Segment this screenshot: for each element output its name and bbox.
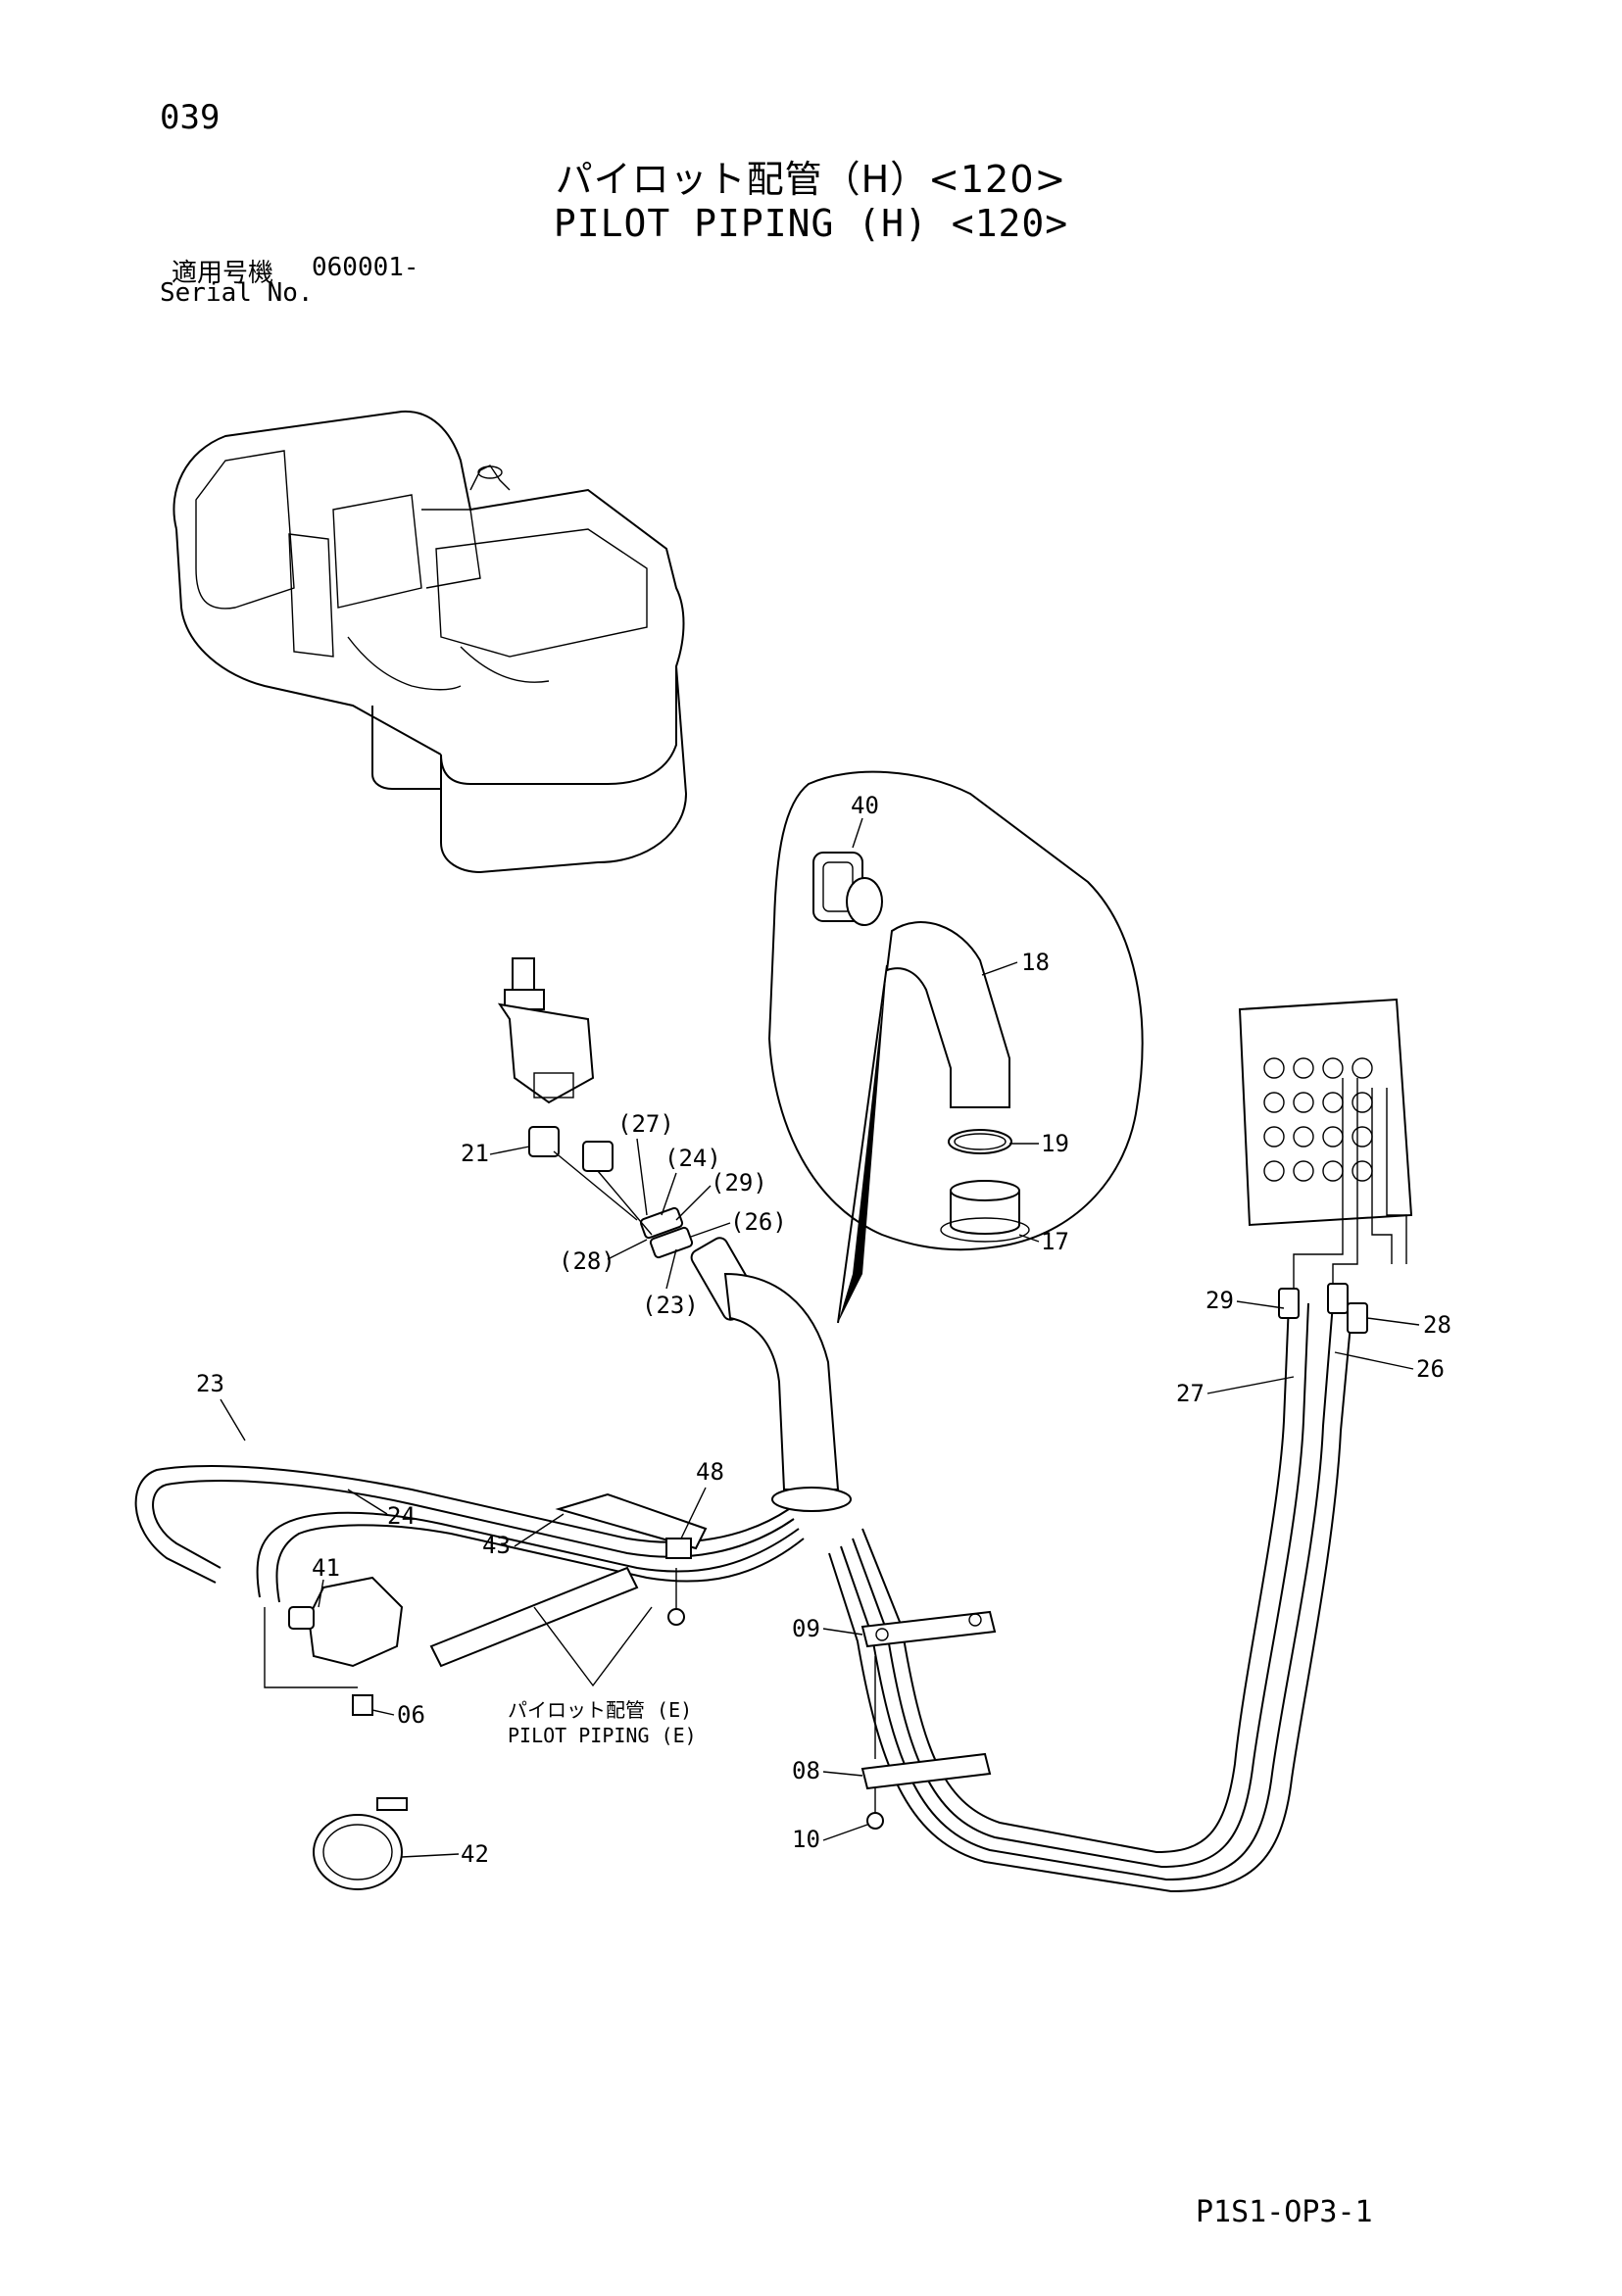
callout-24: 24	[387, 1502, 416, 1530]
sub-reference-en: PILOT PIPING (E)	[508, 1724, 697, 1747]
sub-reference-jp: パイロット配管 (E)	[508, 1698, 692, 1722]
callout-29-paren: (29)	[711, 1169, 767, 1197]
callout-19: 19	[1041, 1130, 1069, 1157]
callout-41: 41	[312, 1554, 340, 1582]
part-41-valve	[264, 1576, 404, 1716]
callout-18: 18	[1021, 949, 1050, 976]
callout-28-paren: (28)	[559, 1247, 615, 1275]
callout-labels: 40 18 19 17 21 (27) (24) (29) (26) (28) …	[196, 792, 1451, 1868]
part-17-cap	[940, 1180, 1030, 1243]
title-japanese: パイロット配管（H）<120>	[555, 158, 1067, 201]
callout-23: 23	[196, 1370, 224, 1397]
pilot-valve	[497, 957, 595, 1104]
bracket-43-48	[429, 1492, 708, 1668]
part-42-clamp	[313, 1797, 408, 1890]
clamp-09-08-10	[860, 1610, 997, 1830]
control-valve-block	[1238, 998, 1413, 1303]
detail-balloon	[767, 770, 1144, 1324]
callout-48: 48	[696, 1458, 724, 1486]
callout-23-paren: (23)	[642, 1292, 699, 1319]
callout-09: 09	[792, 1615, 820, 1642]
serial-label-english: Serial No.	[160, 278, 314, 308]
drawing-code: P1S1-OP3-1	[1196, 2195, 1373, 2229]
callout-43: 43	[482, 1532, 511, 1559]
callout-42: 42	[461, 1840, 489, 1868]
part-40-grommet	[812, 852, 883, 926]
part-18-hose	[885, 921, 1010, 1108]
callout-40: 40	[851, 792, 879, 819]
serial-value: 060001-	[312, 253, 419, 282]
callout-26: 26	[1416, 1355, 1445, 1383]
hoses-26-29	[828, 1283, 1368, 1893]
serial-label-japanese: 適用号機	[172, 259, 274, 288]
callout-27-paren: (27)	[617, 1110, 674, 1138]
main-hose-bend	[723, 1272, 852, 1512]
callout-08: 08	[792, 1757, 820, 1784]
part-19-band	[948, 1129, 1012, 1154]
callout-10: 10	[792, 1826, 820, 1853]
excavator-cab-overview	[172, 410, 688, 874]
callout-17: 17	[1041, 1228, 1069, 1255]
title-english: PILOT PIPING (H) <120>	[553, 202, 1069, 245]
callout-28: 28	[1423, 1311, 1451, 1339]
page-number: 039	[160, 98, 221, 137]
callout-21: 21	[461, 1140, 489, 1167]
callout-29: 29	[1205, 1287, 1234, 1314]
hoses-23-24	[134, 1465, 805, 1603]
hose-connectors-bundle	[553, 1150, 694, 1259]
callout-24-paren: (24)	[664, 1145, 721, 1172]
callout-27: 27	[1176, 1380, 1204, 1407]
part-21-fittings	[528, 1126, 614, 1172]
callout-26-paren: (26)	[730, 1208, 787, 1236]
callout-06: 06	[397, 1701, 425, 1729]
